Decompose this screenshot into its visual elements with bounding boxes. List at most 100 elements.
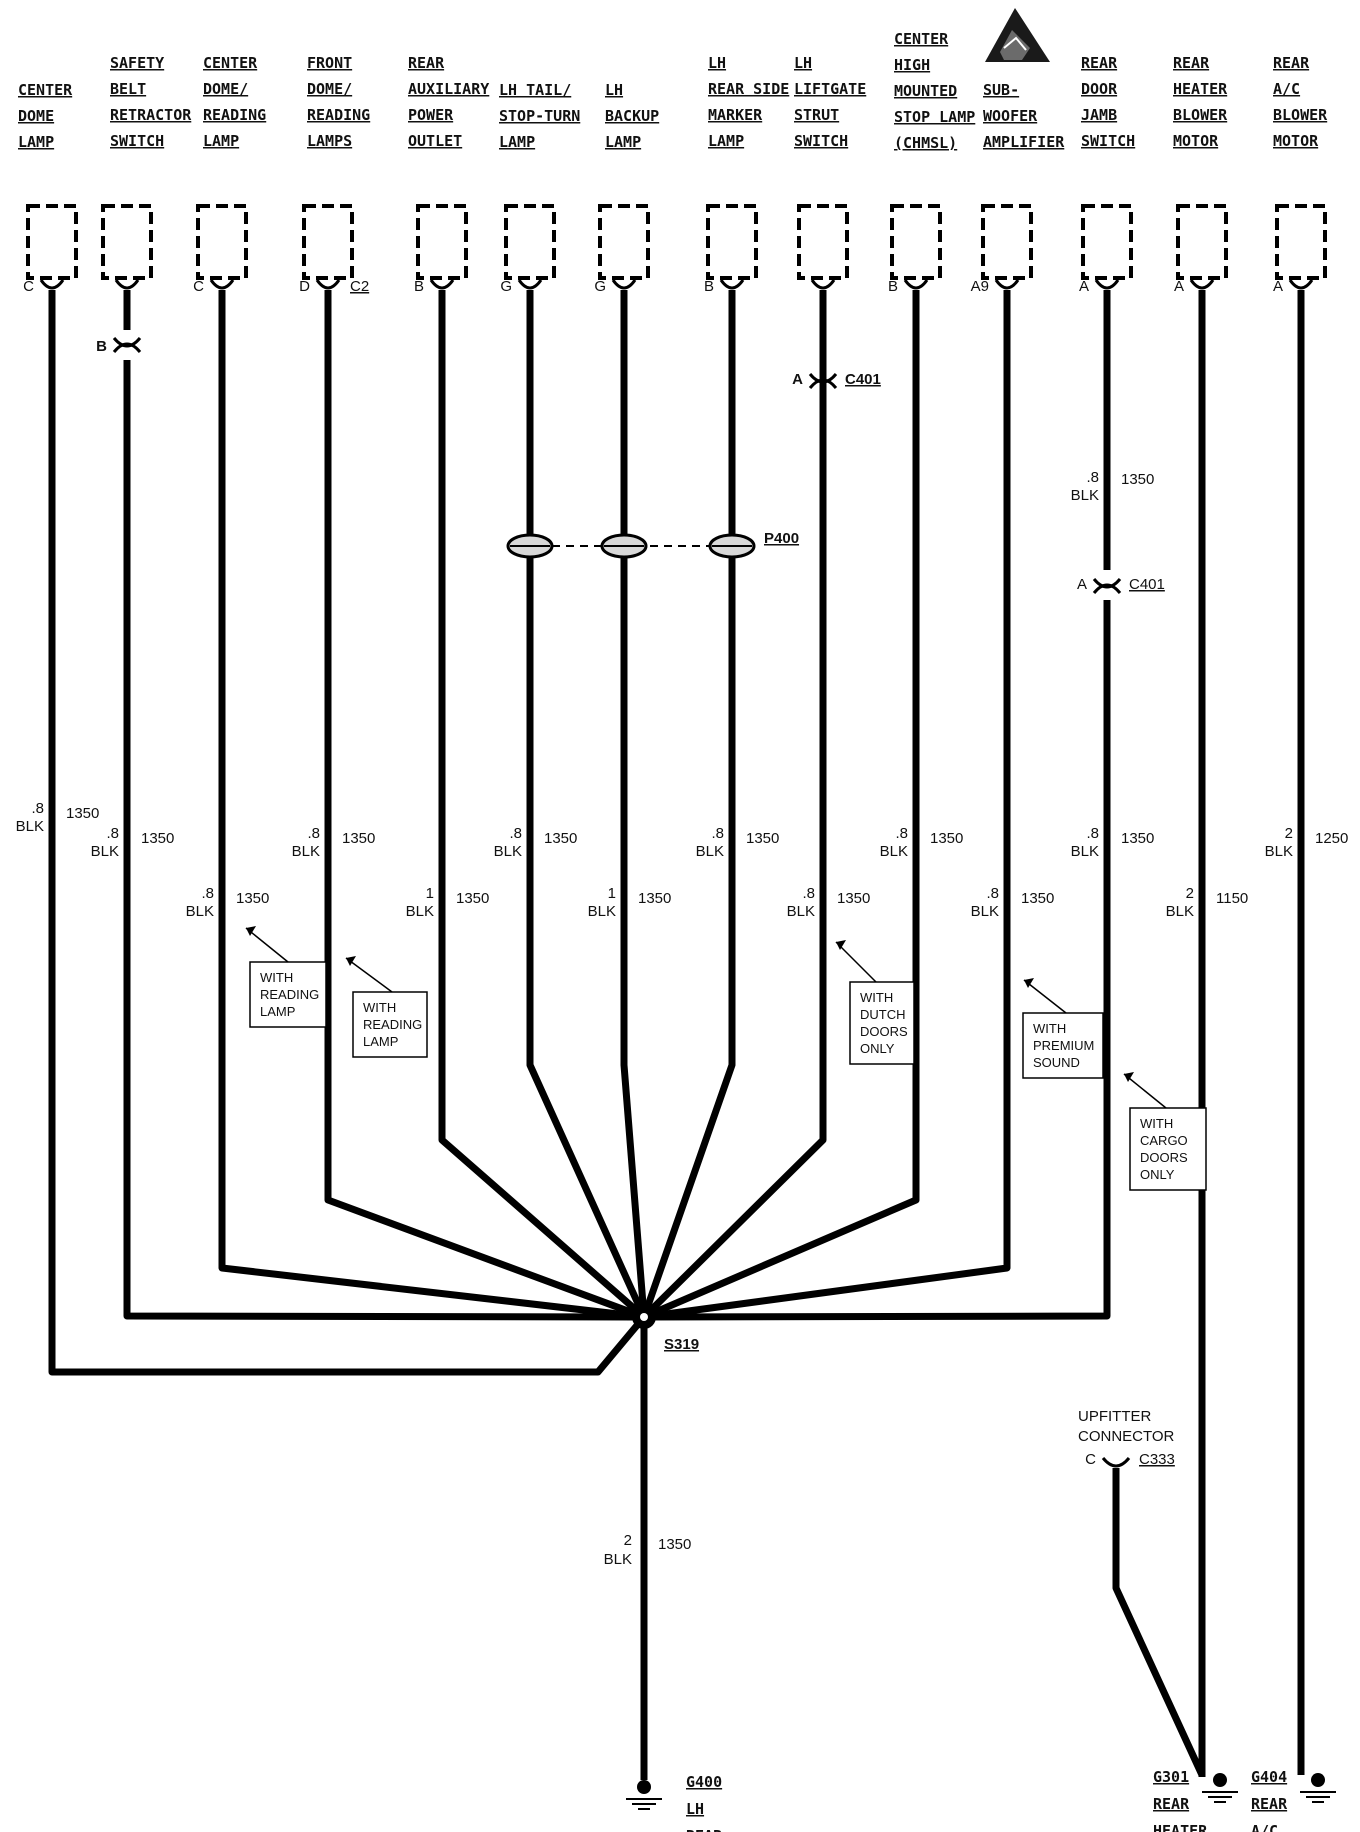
- wire-size: 1: [608, 885, 616, 902]
- component-label: BACKUP: [605, 107, 659, 125]
- component-label: HIGH: [894, 56, 930, 74]
- ground-g400-label: G400LHREARLAMPSGROUND: [686, 1773, 723, 1832]
- wire-2: [123, 360, 645, 1321]
- component-label: DOOR: [1081, 80, 1118, 98]
- splice-center: [640, 1313, 648, 1321]
- inline-connector-icon: [1092, 583, 1122, 594]
- wire-size: .8: [895, 825, 908, 842]
- wire-color: BLK: [604, 1551, 632, 1568]
- component-box: [890, 204, 942, 280]
- wire-size: 2: [1285, 825, 1293, 842]
- arrow-head-icon: [246, 926, 256, 936]
- note-box: [1022, 1012, 1104, 1079]
- inline-connector-icon: [808, 378, 838, 389]
- wire-color: BLK: [1265, 843, 1293, 860]
- component-box: [302, 204, 354, 280]
- component-label: SWITCH: [794, 132, 848, 150]
- circuit-number: 1350: [544, 830, 577, 847]
- wire-color: BLK: [16, 818, 44, 835]
- component-label: DOME: [18, 107, 54, 125]
- component-label: REAR: [1173, 54, 1210, 72]
- terminal-icon: [429, 279, 455, 290]
- terminal-icon: [315, 279, 341, 290]
- pin-label: B: [888, 278, 898, 295]
- wire-size: .8: [711, 825, 724, 842]
- component-label: STOP-TURN: [499, 107, 580, 125]
- component-label: POWER: [408, 106, 454, 124]
- ground-dot: [637, 1780, 651, 1794]
- wire-12: [643, 600, 1111, 1321]
- component-label: LAMP: [605, 133, 641, 151]
- component-label: LAMP: [708, 132, 744, 150]
- ground-label: G301: [1153, 1768, 1189, 1786]
- note-text: SOUND: [1033, 1055, 1080, 1070]
- component-label: MOTOR: [1173, 132, 1219, 150]
- wire-size: 2: [624, 1532, 632, 1549]
- component-label: MOTOR: [1273, 132, 1319, 150]
- ground-label: REAR: [1153, 1795, 1190, 1813]
- component-label: MOUNTED: [894, 82, 957, 100]
- note-arrow-line: [835, 941, 877, 983]
- wire-color: BLK: [186, 903, 214, 920]
- wire-color: BLK: [696, 843, 724, 860]
- component-label: CENTER: [203, 54, 258, 72]
- component-label: LH TAIL/: [499, 81, 571, 99]
- wire-size: .8: [201, 885, 214, 902]
- component-label: AUXILIARY: [408, 80, 489, 98]
- note-text: READING: [260, 987, 319, 1002]
- component-label: LAMP: [499, 133, 535, 151]
- connector-label: C333: [1139, 1451, 1175, 1468]
- component-label: LAMP: [203, 132, 239, 150]
- component-label: REAR: [408, 54, 445, 72]
- wire-3: [218, 290, 645, 1321]
- wire-size: .8: [106, 825, 119, 842]
- circuit-number: 1350: [456, 890, 489, 907]
- wire-5: [438, 290, 647, 1320]
- component-label: AMPLIFIER: [983, 133, 1065, 151]
- pin-label: A: [1077, 576, 1087, 593]
- component-box: [981, 204, 1033, 280]
- pin-label: A9: [971, 278, 989, 295]
- arrow-head-icon: [836, 940, 846, 950]
- circuit-number: 1350: [638, 890, 671, 907]
- pin-label: A: [1079, 278, 1089, 295]
- wire-color: BLK: [1071, 487, 1099, 504]
- wire-size: .8: [509, 825, 522, 842]
- ground-dot: [1311, 1773, 1325, 1787]
- pin-label: B: [704, 278, 714, 295]
- note-text: WITH: [1033, 1021, 1066, 1036]
- wire-size: 2: [1186, 885, 1194, 902]
- component-box: [1176, 204, 1228, 280]
- terminal-icon: [994, 279, 1020, 290]
- terminal-icon: [810, 279, 836, 290]
- component-box: [416, 204, 468, 280]
- component-label: STRUT: [794, 106, 839, 124]
- ground-g404-icon: [1300, 1773, 1336, 1803]
- circuit-number: 1350: [1121, 830, 1154, 847]
- component-box: [1081, 204, 1133, 280]
- component-label: OUTLET: [408, 132, 462, 150]
- component-label: BLOWER: [1173, 106, 1228, 124]
- component-box: [706, 204, 758, 280]
- terminal-icon: [903, 279, 929, 290]
- note-text: WITH: [363, 1000, 396, 1015]
- ground-dot: [1213, 1773, 1227, 1787]
- terminal-icon: [1288, 279, 1314, 290]
- ground-label: G400: [686, 1773, 722, 1791]
- component-label: WOOFER: [983, 107, 1038, 125]
- upfitter-label: UPFITTER: [1078, 1408, 1151, 1425]
- circuit-number: 1350: [342, 830, 375, 847]
- component-label: CENTER: [18, 81, 73, 99]
